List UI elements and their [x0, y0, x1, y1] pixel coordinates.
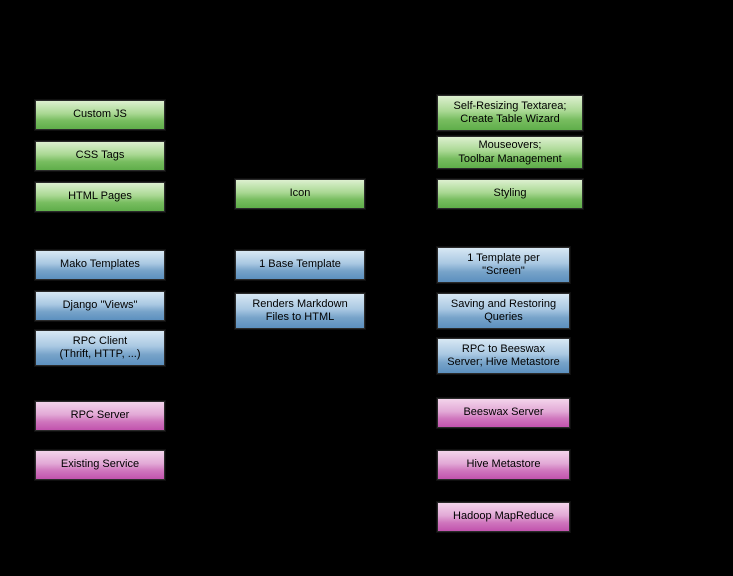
box-label: Renders Markdown Files to HTML [252, 297, 348, 323]
box-css-tags: CSS Tags [35, 141, 165, 171]
box-label: RPC Server [70, 409, 130, 422]
box-mouseovers: Mouseovers; Toolbar Management [437, 136, 583, 169]
box-label: HTML Pages [68, 190, 132, 203]
box-renders-markdown: Renders Markdown Files to HTML [235, 293, 365, 329]
box-django-views: Django "Views" [35, 291, 165, 321]
box-icon: Icon [235, 179, 365, 209]
box-label: RPC Client (Thrift, HTTP, ...) [59, 334, 141, 360]
box-label: Self-Resizing Textarea; Create Table Wiz… [453, 99, 567, 125]
box-label: RPC to Beeswax Server; Hive Metastore [447, 342, 560, 368]
box-label: 1 Base Template [259, 258, 341, 271]
box-label: Django "Views" [62, 299, 138, 312]
box-rpc-beeswax: RPC to Beeswax Server; Hive Metastore [437, 338, 570, 374]
box-label: Custom JS [73, 108, 127, 121]
box-hadoop-mapreduce: Hadoop MapReduce [437, 502, 570, 532]
box-template-per-screen: 1 Template per "Screen" [437, 247, 570, 283]
box-styling: Styling [437, 179, 583, 209]
box-hive-metastore: Hive Metastore [437, 450, 570, 480]
box-label: Styling [493, 187, 527, 200]
box-label: Beeswax Server [463, 406, 544, 419]
box-rpc-client: RPC Client (Thrift, HTTP, ...) [35, 330, 165, 366]
box-label: Mouseovers; Toolbar Management [458, 139, 562, 165]
box-label: Mako Templates [60, 258, 140, 271]
box-self-resizing-textarea: Self-Resizing Textarea; Create Table Wiz… [437, 95, 583, 131]
box-label: 1 Template per "Screen" [467, 251, 540, 277]
box-mako-templates: Mako Templates [35, 250, 165, 280]
box-base-template: 1 Base Template [235, 250, 365, 280]
box-html-pages: HTML Pages [35, 182, 165, 212]
box-beeswax-server: Beeswax Server [437, 398, 570, 428]
box-label: Saving and Restoring Queries [450, 297, 557, 323]
box-label: Hadoop MapReduce [453, 510, 554, 523]
box-label: CSS Tags [75, 149, 125, 162]
box-label: Icon [289, 187, 311, 200]
box-existing-service: Existing Service [35, 450, 165, 480]
box-rpc-server: RPC Server [35, 401, 165, 431]
box-saving-queries: Saving and Restoring Queries [437, 293, 570, 329]
box-label: Existing Service [60, 458, 140, 471]
box-label: Hive Metastore [466, 458, 541, 471]
box-custom-js: Custom JS [35, 100, 165, 130]
